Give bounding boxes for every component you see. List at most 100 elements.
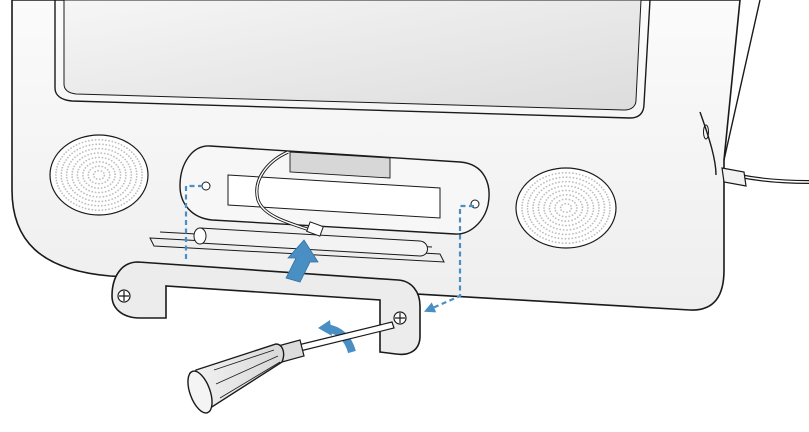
- grille-hole: [71, 170, 74, 173]
- grille-hole: [81, 201, 83, 204]
- grille-hole: [581, 230, 584, 232]
- grille-hole: [581, 174, 584, 177]
- captive-screw-right[interactable]: [393, 311, 407, 325]
- grille-hole: [141, 171, 143, 174]
- grille-hole: [538, 201, 541, 203]
- grille-hole: [140, 182, 142, 185]
- grille-hole: [553, 197, 556, 200]
- grille-hole: [74, 191, 76, 194]
- grille-hole: [101, 191, 104, 194]
- grille-hole: [76, 193, 79, 196]
- grille-hole: [94, 204, 96, 207]
- grille-hole: [133, 194, 135, 197]
- grille-hole: [609, 204, 611, 207]
- grille-hole: [55, 171, 57, 174]
- grille-hole: [122, 182, 125, 185]
- grille-hole: [57, 185, 59, 187]
- grille-hole: [551, 231, 554, 234]
- grille-hole: [59, 190, 62, 192]
- grille-hole: [569, 194, 572, 197]
- grille-hole: [71, 173, 73, 176]
- speaker-left-rim: [49, 134, 149, 216]
- grille-hole: [107, 203, 110, 206]
- speaker-right-rim: [515, 167, 617, 249]
- grille-hole: [88, 139, 90, 142]
- grille-hole: [111, 207, 114, 210]
- grille-hole: [123, 151, 126, 154]
- grille-hole: [75, 198, 78, 201]
- cable-wire-highlight: [256, 151, 311, 231]
- grille-hole: [120, 149, 123, 152]
- grille-hole: [98, 209, 100, 212]
- grille-hole: [124, 158, 127, 161]
- grille-hole: [111, 181, 114, 184]
- grille-hole: [593, 193, 596, 196]
- grille-hole: [58, 160, 61, 163]
- grille-hole: [74, 184, 76, 187]
- grille-hole: [595, 196, 597, 199]
- grille-hole: [521, 204, 523, 207]
- grille-hole: [600, 195, 603, 198]
- grille-hole: [67, 182, 70, 185]
- grille-hole: [78, 188, 80, 191]
- grille-hole: [602, 225, 605, 228]
- grille-hole: [545, 191, 548, 194]
- grille-hole: [586, 204, 589, 207]
- power-cord-wire-highlight: [739, 175, 809, 183]
- grille-hole: [67, 199, 70, 201]
- captive-screw-left[interactable]: [117, 289, 131, 303]
- grille-hole: [88, 144, 91, 147]
- grille-hole: [78, 142, 81, 145]
- grille-hole: [561, 172, 564, 174]
- grille-hole: [536, 180, 539, 183]
- grille-hole: [555, 191, 557, 194]
- grille-hole: [549, 219, 552, 222]
- grille-hole: [552, 192, 554, 195]
- grille-hole: [602, 200, 605, 203]
- grille-hole: [578, 236, 580, 238]
- grille-hole: [94, 139, 97, 141]
- grille-hole: [604, 223, 607, 225]
- grille-hole: [113, 155, 115, 158]
- grille-hole: [78, 200, 81, 203]
- grille-hole: [561, 242, 564, 245]
- grille-hole: [572, 232, 574, 235]
- grille-hole: [85, 182, 88, 185]
- grille-hole: [113, 161, 116, 164]
- screwdriver[interactable]: [183, 321, 395, 416]
- grille-hole: [591, 222, 594, 225]
- grille-hole: [70, 160, 72, 163]
- grille-hole: [525, 223, 528, 225]
- grille-hole: [604, 191, 607, 193]
- grille-hole: [565, 176, 568, 179]
- grille-hole: [561, 215, 564, 218]
- grille-hole: [56, 165, 58, 168]
- grille-hole: [65, 176, 68, 179]
- grille-hole: [552, 178, 554, 180]
- grille-hole: [82, 174, 84, 177]
- grille-hole: [84, 150, 87, 152]
- grille-hole: [527, 188, 530, 191]
- grille-hole: [554, 241, 557, 244]
- grille-hole: [98, 182, 100, 185]
- grille-hole: [90, 153, 93, 155]
- grille-hole: [585, 192, 588, 195]
- speaker-left-grille: [55, 138, 144, 212]
- grille-hole: [68, 192, 70, 195]
- grille-hole: [88, 189, 91, 192]
- grille-hole: [117, 152, 119, 155]
- grille-hole: [110, 154, 112, 157]
- grille-hole: [135, 176, 138, 178]
- guide-left-icon: [184, 184, 203, 262]
- grille-hole: [88, 199, 90, 202]
- grille-hole: [55, 176, 57, 179]
- grille-hole: [539, 198, 542, 201]
- grille-hole: [533, 189, 536, 192]
- grille-hole: [561, 204, 563, 206]
- grille-hole: [94, 191, 97, 194]
- grille-hole: [70, 195, 73, 197]
- grille-hole: [587, 194, 590, 197]
- grille-hole: [540, 189, 543, 192]
- grille-hole: [523, 196, 526, 199]
- grille-hole: [554, 172, 557, 175]
